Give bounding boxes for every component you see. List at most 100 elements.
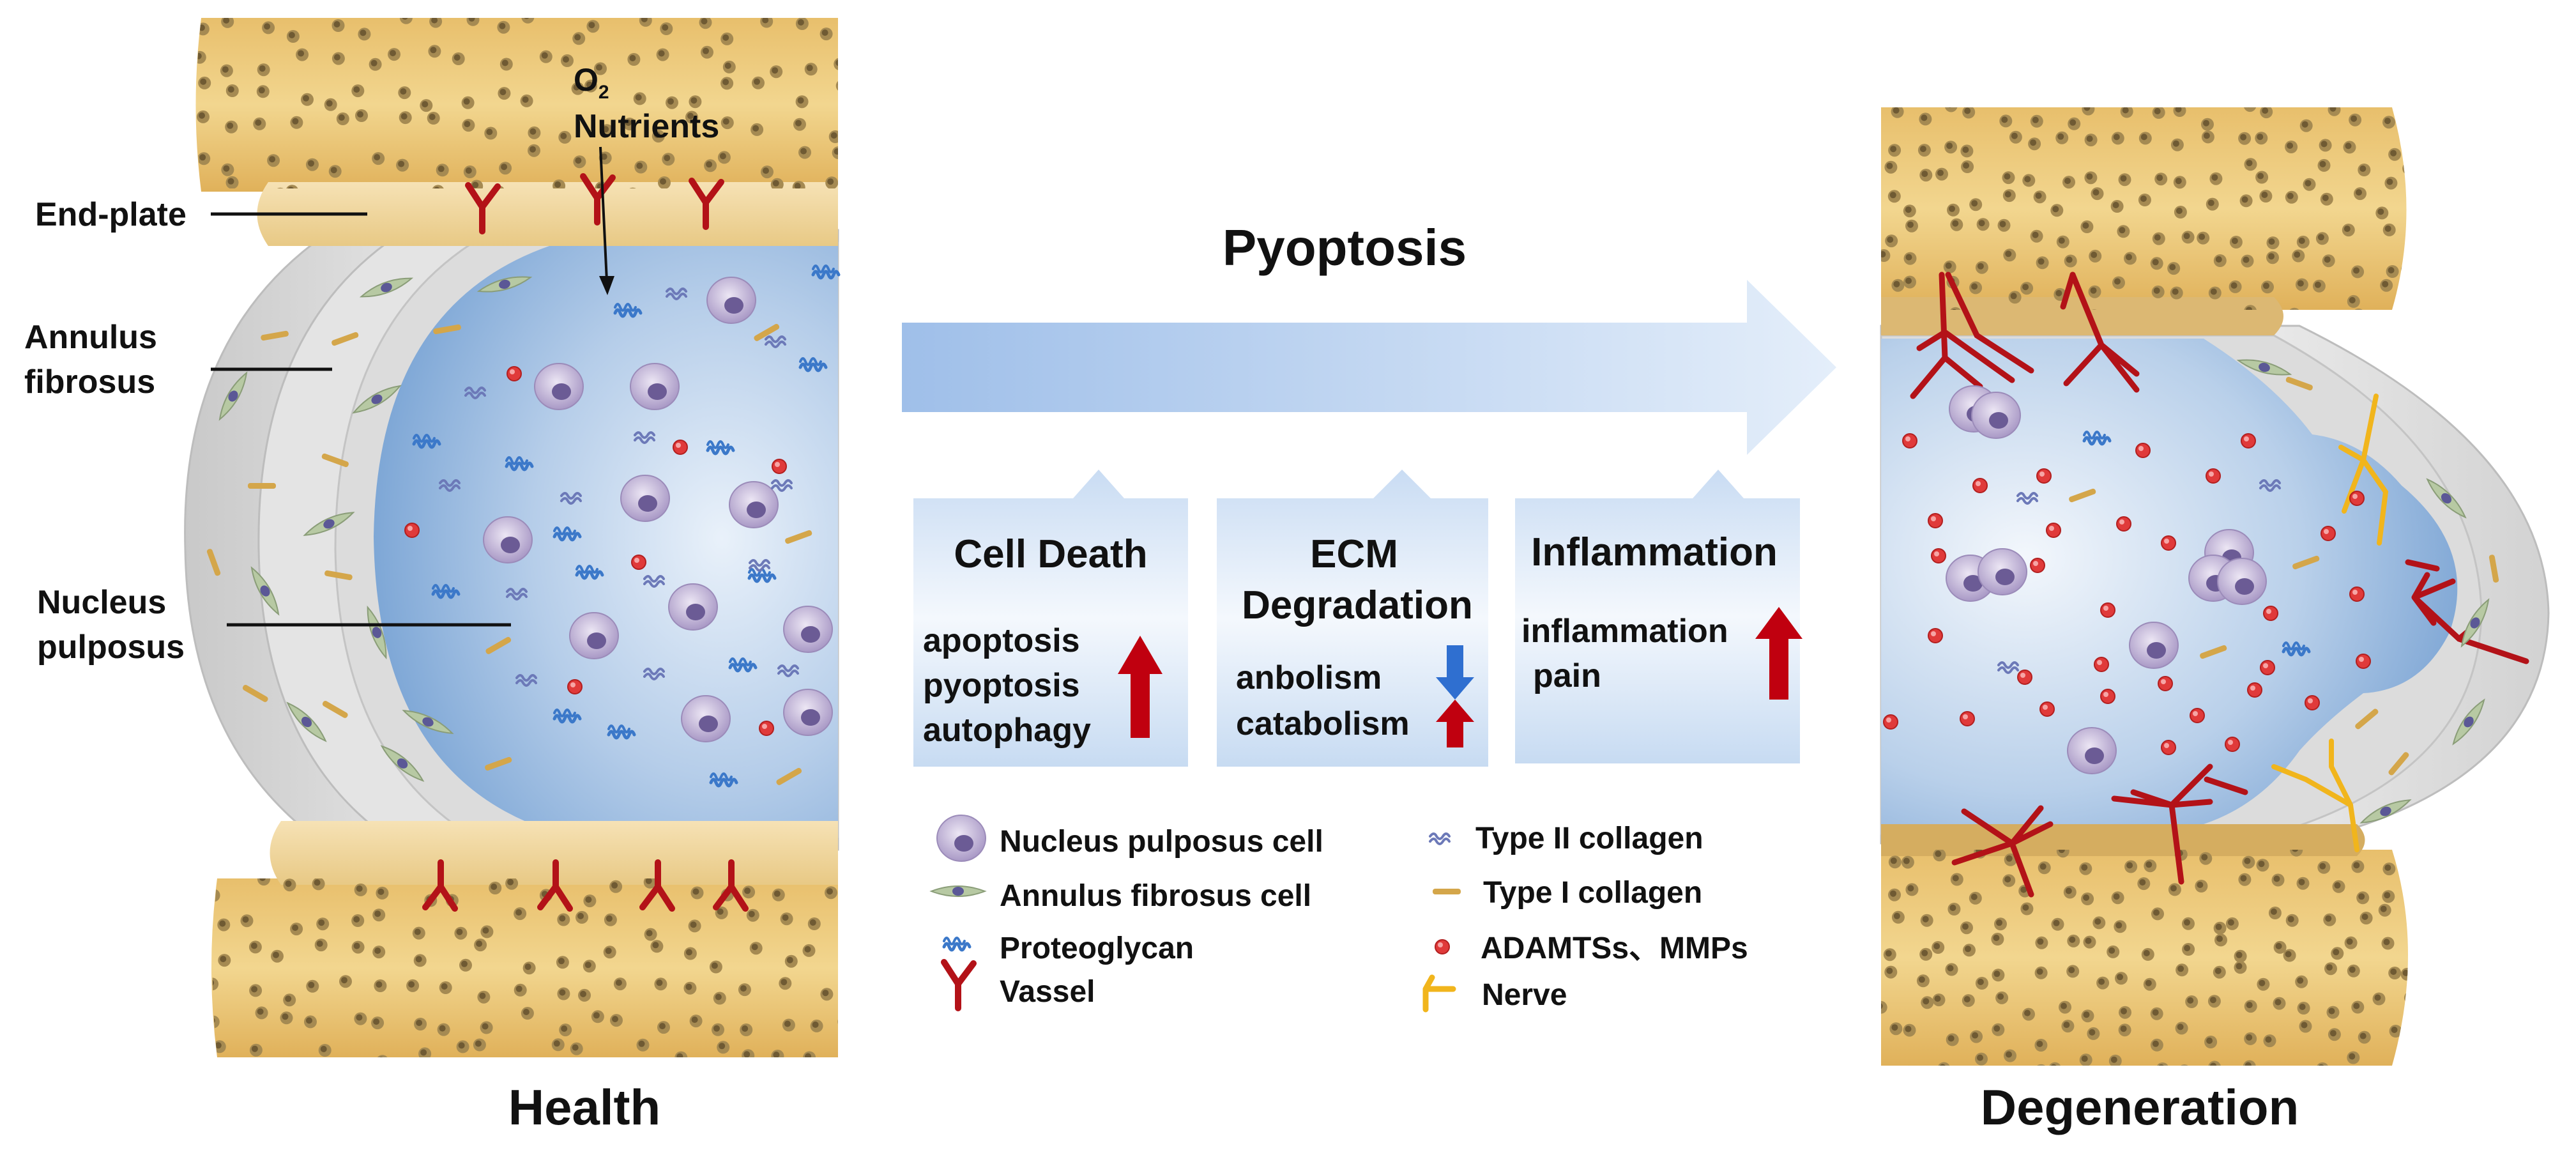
bone-pore <box>2241 254 2254 268</box>
bone-pore <box>197 152 211 165</box>
bone-pore <box>283 993 296 1007</box>
legend: Nucleus pulposus cell Annulus fibrosus c… <box>931 815 1748 1013</box>
bone-pore <box>828 130 838 143</box>
bone-pore <box>2081 893 2094 905</box>
bone-pore <box>551 1038 565 1052</box>
bone-pore <box>2206 197 2219 211</box>
bone-pore <box>2297 1002 2310 1015</box>
inflammation-box: Inflammation inflammation pain <box>1515 470 1802 763</box>
bone-pore <box>2351 1000 2365 1014</box>
type-i-collagen-icon <box>1433 889 1461 894</box>
bone-pore <box>751 123 764 136</box>
bone-pore <box>654 977 667 991</box>
bone-pore <box>837 1015 838 1029</box>
bone-pore <box>720 32 734 45</box>
bone-pore <box>2182 917 2195 930</box>
bone-pore <box>2418 228 2431 241</box>
bone-pore <box>2064 254 2077 268</box>
vessel-icon <box>944 962 973 1008</box>
bone-pore <box>2260 107 2273 119</box>
bone-pore <box>1946 1033 1959 1046</box>
bone-pore <box>2051 917 2064 931</box>
bone-pore <box>499 162 512 175</box>
bone-pore <box>2120 107 2133 118</box>
bone-pore <box>2067 934 2080 947</box>
bone-pore <box>480 925 494 939</box>
bone-pore <box>712 1023 724 1036</box>
adamts-mmps-dot <box>2030 558 2045 573</box>
bone-pore <box>369 57 382 71</box>
bone-pore <box>583 894 597 908</box>
bone-pore <box>2322 318 2335 331</box>
bone-pore <box>2320 192 2333 206</box>
bone-pore <box>633 92 646 105</box>
health-caption: Health <box>508 1079 660 1135</box>
bone-pore <box>2048 1062 2062 1066</box>
bone-pore <box>412 926 425 940</box>
bone-pore <box>2400 967 2408 981</box>
bone-pore <box>2168 883 2181 896</box>
bone-pore <box>2388 148 2402 161</box>
bone-pore <box>720 77 734 90</box>
bone-pore <box>213 1040 226 1054</box>
bone-pore <box>477 990 491 1004</box>
bone-pore <box>2082 107 2095 116</box>
bone-pore <box>1969 891 1982 905</box>
bone-pore <box>528 126 541 139</box>
bone-pore <box>2263 1034 2276 1048</box>
bone-pore <box>2111 891 2124 905</box>
bone-pore <box>522 962 536 975</box>
bone-pore <box>332 52 345 65</box>
bone-pore <box>1992 1023 2005 1036</box>
adamts-mmps-dot <box>2247 682 2262 698</box>
bone-pore <box>1903 1023 1916 1037</box>
bone-pore <box>1888 144 1902 157</box>
bone-pore <box>1888 888 1901 901</box>
bone-pore <box>639 18 652 27</box>
bone-pore <box>2195 880 2208 893</box>
bone-pore <box>1883 948 1896 962</box>
bone-pore <box>2062 176 2075 189</box>
nerve-icon <box>1422 974 1456 1013</box>
bone-pore <box>2152 107 2165 119</box>
adamts-mmps-dot <box>2161 535 2176 551</box>
cell-death-title: Cell Death <box>954 532 1147 576</box>
bone-pore <box>2087 1027 2100 1040</box>
bone-pore <box>1887 1068 1900 1081</box>
bone-pore <box>1962 994 1975 1008</box>
bone-pore <box>2030 114 2043 128</box>
cell-death-item: pyoptosis <box>923 667 1080 704</box>
bone-pore <box>674 1051 688 1057</box>
bone-pore <box>709 960 722 974</box>
bone-pore <box>1944 141 1958 154</box>
bone-pore <box>2299 119 2313 132</box>
bone-pore <box>428 45 441 58</box>
bone-pore <box>539 50 553 63</box>
bone-pore <box>717 151 731 164</box>
bone-pore <box>2138 194 2151 206</box>
bone-pore <box>286 30 300 43</box>
bone-pore <box>2088 285 2101 298</box>
bone-pore <box>2002 189 2016 203</box>
bone-pore <box>1905 883 1919 896</box>
degeneration-upper-endplate <box>1881 297 2283 335</box>
bone-pore <box>2234 961 2247 974</box>
bone-pore <box>572 32 586 45</box>
bone-pore <box>283 878 296 892</box>
bone-pore <box>689 1015 703 1028</box>
bone-pore <box>1944 107 1958 112</box>
bone-pore <box>2343 141 2356 154</box>
bone-pore <box>2208 286 2222 300</box>
bone-pore <box>1888 855 1902 869</box>
bone-pore <box>1976 218 1990 231</box>
bone-pore <box>454 926 468 940</box>
bone-pore <box>603 946 616 959</box>
bone-pore <box>249 1043 263 1057</box>
health-disc <box>184 18 865 1057</box>
bone-pore <box>358 27 371 41</box>
bone-pore <box>316 917 330 931</box>
bone-pore <box>825 176 838 188</box>
bone-pore <box>499 57 513 71</box>
bone-pore <box>2170 138 2184 151</box>
